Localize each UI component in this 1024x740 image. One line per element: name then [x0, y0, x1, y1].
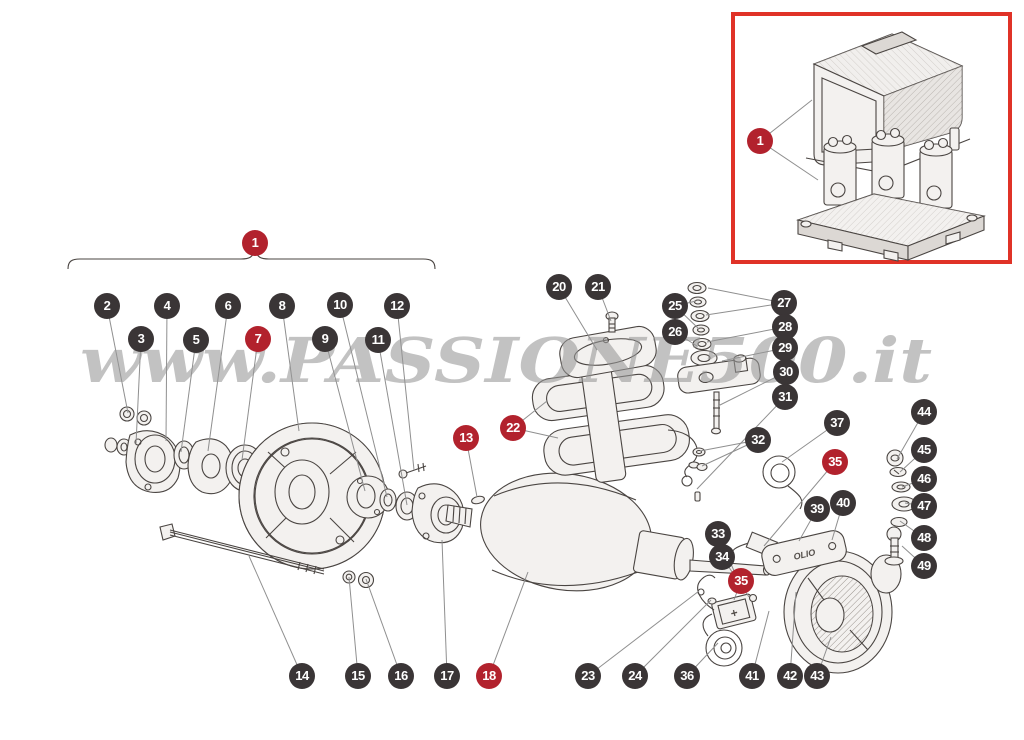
leader-line-23: [587, 590, 700, 677]
callout-43: 43: [804, 663, 830, 689]
callout-5: 5: [183, 327, 209, 353]
drive-spring: [762, 455, 803, 510]
callout-8: 8: [269, 293, 295, 319]
callout-41: 41: [739, 663, 765, 689]
leader-line-7: [241, 338, 259, 461]
callout-20: 20: [546, 274, 572, 300]
callout-48: 48: [911, 525, 937, 551]
leader-line-12: [396, 305, 415, 471]
callout-13: 13: [453, 425, 479, 451]
callout-37: 37: [824, 410, 850, 436]
leader-line-15: [348, 576, 359, 677]
brush-polarity-label: +: [729, 605, 739, 620]
leader-line-4: [165, 305, 168, 442]
callout-16: 16: [388, 663, 414, 689]
callout-22: 22: [500, 415, 526, 441]
leader-line-35a: [763, 461, 836, 547]
callout-36: 36: [674, 663, 700, 689]
drive-end-flange: [125, 430, 181, 493]
regulator-coil: [919, 137, 953, 209]
leader-line-42: [789, 591, 797, 677]
callout-33: 33: [705, 521, 731, 547]
spacer-ring: [379, 488, 397, 512]
leader-line-18: [488, 571, 529, 677]
callout-39: 39: [804, 496, 830, 522]
regulator-coil: [871, 127, 905, 199]
callout-14: 14: [289, 663, 315, 689]
nut-small-pair: [104, 406, 152, 456]
callout-21: 21: [585, 274, 611, 300]
callout-47: 47: [911, 493, 937, 519]
leader-line-8: [281, 305, 300, 432]
leader-line-3: [135, 338, 142, 445]
stud-washers: [692, 447, 708, 472]
leader-line-14: [248, 555, 303, 677]
rear-plate: [346, 475, 390, 519]
oiler-label: OLIO: [793, 547, 817, 562]
leader-line-24: [634, 599, 712, 677]
callout-2: 2: [94, 293, 120, 319]
callout-17: 17: [434, 663, 460, 689]
leader-line-6: [207, 305, 229, 452]
leader-line-2: [106, 305, 129, 414]
callout-34: 34: [709, 544, 735, 570]
leader-line-11: [377, 339, 408, 506]
mount-fastener-stack: [884, 449, 917, 566]
flange-screw: [398, 462, 427, 479]
callout-1a: 1: [242, 230, 268, 256]
callout-4: 4: [154, 293, 180, 319]
callout-42: 42: [777, 663, 803, 689]
callout-18: 18: [476, 663, 502, 689]
callout-45: 45: [911, 437, 937, 463]
callout-6: 6: [215, 293, 241, 319]
woodruff-key: [471, 495, 485, 505]
callout-28: 28: [772, 314, 798, 340]
callout-35b: 35: [728, 568, 754, 594]
leader-line-9: [324, 338, 366, 492]
callout-23: 23: [575, 663, 601, 689]
callout-26: 26: [662, 319, 688, 345]
callout-44: 44: [911, 399, 937, 425]
shaft-nut-pair: [342, 570, 375, 589]
field-coils: [531, 358, 690, 483]
leader-line-16: [365, 578, 402, 677]
callout-3: 3: [128, 326, 154, 352]
callout-15: 15: [345, 663, 371, 689]
callout-30: 30: [773, 359, 799, 385]
regulator-base-drawing: [796, 127, 986, 262]
terminal-board: [677, 354, 761, 394]
callout-40: 40: [830, 490, 856, 516]
terminal-stud-stack: [687, 281, 718, 367]
regulator-coil: [823, 134, 857, 206]
leader-line-5: [180, 339, 197, 453]
tie-bolt-long: [159, 523, 325, 575]
callout-10: 10: [327, 292, 353, 318]
callout-1b: 1: [747, 128, 773, 154]
commutator-end-cover: [783, 550, 902, 674]
callout-11: 11: [365, 327, 391, 353]
callout-7: 7: [245, 326, 271, 352]
brush-spring-coil: [702, 613, 743, 667]
callout-31: 31: [772, 384, 798, 410]
callout-29: 29: [772, 335, 798, 361]
callout-32: 32: [745, 427, 771, 453]
leader-line-17: [441, 539, 448, 677]
terminal-stud: [710, 391, 722, 435]
callout-27: 27: [771, 290, 797, 316]
callout-49: 49: [911, 553, 937, 579]
callout-25: 25: [662, 293, 688, 319]
callout-24: 24: [622, 663, 648, 689]
band-screw: [605, 311, 619, 333]
field-coil-lead-wire: [667, 429, 701, 502]
pulley-fan-drum: [238, 422, 386, 570]
brush-cover-band: [559, 325, 657, 379]
bearing-plate: [187, 438, 234, 495]
callout-35a: 35: [822, 449, 848, 475]
leader-line-10: [339, 304, 388, 498]
callout-9: 9: [312, 326, 338, 352]
callout-46: 46: [911, 466, 937, 492]
callout-12: 12: [384, 293, 410, 319]
